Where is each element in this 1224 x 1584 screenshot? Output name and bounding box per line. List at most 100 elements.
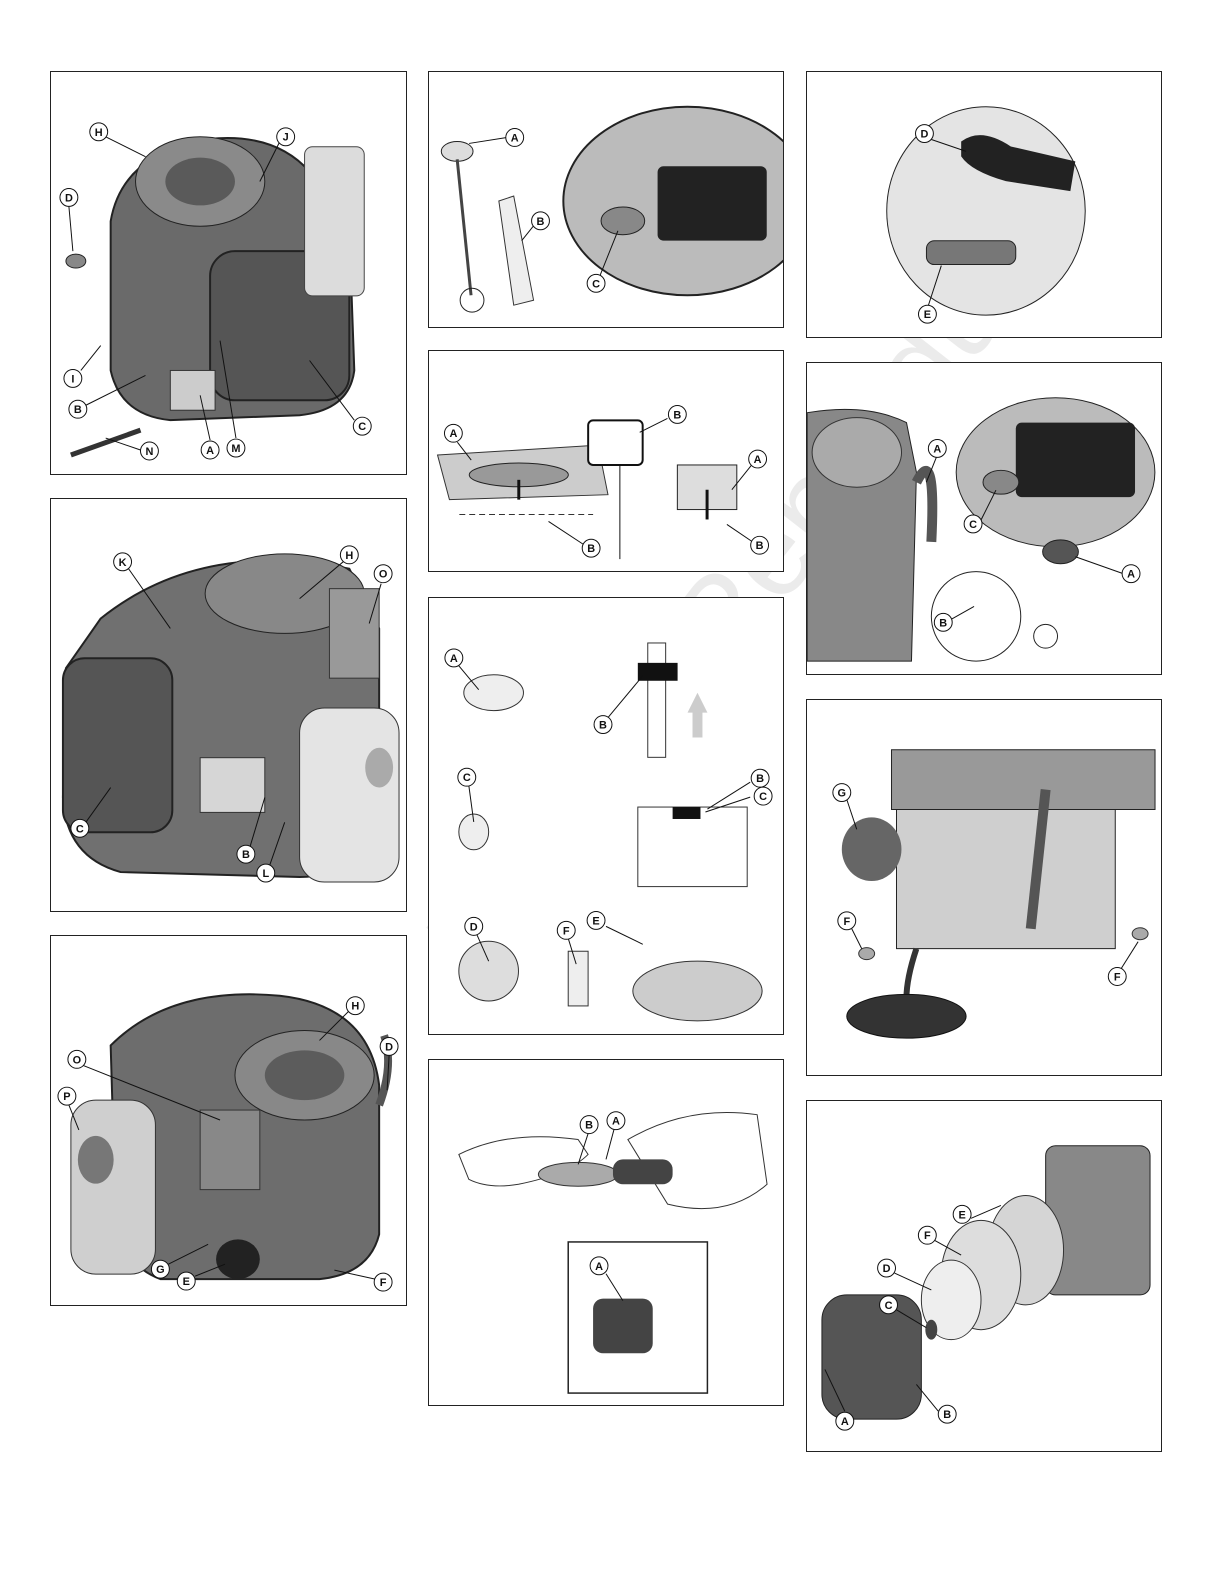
svg-text:C: C bbox=[759, 791, 767, 803]
svg-text:B: B bbox=[242, 849, 250, 861]
callouts-5: A B A B B bbox=[429, 351, 783, 571]
callout-label: A bbox=[200, 395, 219, 459]
callout-label: B bbox=[934, 606, 974, 631]
figure-oil-fill: A C A B bbox=[806, 362, 1162, 675]
svg-text:H: H bbox=[351, 1001, 359, 1013]
svg-text:F: F bbox=[1114, 971, 1121, 983]
svg-text:B: B bbox=[673, 409, 681, 421]
svg-text:F: F bbox=[924, 1230, 931, 1242]
svg-text:B: B bbox=[585, 1120, 593, 1132]
callout-label: E bbox=[587, 911, 643, 944]
callout-label: A bbox=[590, 1257, 623, 1301]
svg-text:B: B bbox=[587, 543, 595, 555]
callouts-4: A B C bbox=[429, 72, 783, 327]
callout-label: H bbox=[319, 997, 364, 1041]
figure-dipstick: A B C bbox=[428, 71, 784, 328]
figure-spark-plug-wire: D E bbox=[806, 71, 1162, 338]
callout-label: B bbox=[237, 797, 265, 863]
svg-text:L: L bbox=[262, 868, 269, 880]
svg-text:I: I bbox=[71, 373, 74, 385]
callout-label: B bbox=[916, 1384, 956, 1423]
figure-engine-overview-2: K H O C B L bbox=[50, 498, 407, 912]
svg-text:B: B bbox=[74, 404, 82, 416]
svg-text:E: E bbox=[924, 309, 931, 321]
callout-label: P bbox=[58, 1087, 79, 1130]
callout-label: H bbox=[300, 546, 359, 599]
callout-label: C bbox=[964, 490, 996, 533]
svg-text:N: N bbox=[146, 446, 154, 458]
callout-label: I bbox=[64, 346, 101, 388]
callout-label: A bbox=[732, 450, 767, 490]
callout-label: A bbox=[825, 1369, 854, 1430]
callout-label: C bbox=[458, 768, 476, 822]
callouts-10: G F F bbox=[807, 700, 1161, 1075]
svg-text:F: F bbox=[380, 1277, 387, 1289]
callout-label: B bbox=[578, 1116, 598, 1165]
callout-label: H bbox=[90, 123, 146, 157]
svg-text:C: C bbox=[885, 1300, 893, 1312]
svg-text:H: H bbox=[345, 550, 353, 562]
callout-label: F bbox=[838, 912, 862, 949]
callout-label: F bbox=[918, 1226, 961, 1255]
svg-text:C: C bbox=[463, 772, 471, 784]
svg-text:A: A bbox=[1127, 569, 1135, 581]
svg-text:A: A bbox=[612, 1116, 620, 1128]
svg-text:J: J bbox=[283, 132, 289, 144]
figure-air-filter: E F D C A B bbox=[806, 1100, 1162, 1452]
callout-label: B bbox=[594, 676, 643, 734]
svg-text:B: B bbox=[756, 773, 764, 785]
svg-text:B: B bbox=[943, 1409, 951, 1421]
callout-label: N bbox=[106, 438, 159, 460]
callouts-6: A B C B C D F E bbox=[429, 598, 783, 1034]
figure-engine-overview-3: H D O P G E F bbox=[50, 935, 407, 1306]
callouts-2: K H O C B L bbox=[51, 499, 406, 911]
callout-label: B bbox=[727, 524, 769, 554]
callout-label: C bbox=[880, 1296, 927, 1328]
callout-label: C bbox=[587, 231, 618, 293]
svg-text:A: A bbox=[449, 428, 457, 440]
callout-label: D bbox=[916, 125, 967, 152]
callout-label: D bbox=[380, 1037, 398, 1090]
callout-label: F bbox=[557, 921, 576, 964]
svg-text:O: O bbox=[379, 569, 388, 581]
callouts-7: B A A bbox=[429, 1060, 783, 1405]
svg-text:A: A bbox=[450, 653, 458, 665]
callout-label: C bbox=[71, 788, 111, 838]
svg-text:F: F bbox=[563, 925, 570, 937]
svg-text:D: D bbox=[883, 1263, 891, 1275]
callout-label: G bbox=[151, 1244, 208, 1278]
figure-engine-controls: A B C B C D F E bbox=[428, 597, 784, 1035]
callout-label: A bbox=[445, 649, 479, 690]
svg-text:G: G bbox=[156, 1264, 165, 1276]
svg-text:H: H bbox=[95, 127, 103, 139]
svg-text:M: M bbox=[231, 443, 240, 455]
svg-text:D: D bbox=[470, 921, 478, 933]
callouts-1: H J D I B N A M C bbox=[51, 72, 406, 474]
svg-text:A: A bbox=[595, 1261, 603, 1273]
callout-label: B bbox=[522, 212, 550, 241]
callout-label: E bbox=[953, 1205, 1001, 1223]
callout-label: D bbox=[878, 1259, 932, 1290]
figure-fuel-level: A B A B B bbox=[428, 350, 784, 572]
callout-label: E bbox=[918, 266, 941, 324]
svg-text:P: P bbox=[63, 1091, 70, 1103]
svg-text:B: B bbox=[939, 617, 947, 629]
callout-label: B bbox=[549, 521, 601, 557]
callout-label: A bbox=[606, 1112, 625, 1160]
callouts-3: H D O P G E F bbox=[51, 936, 406, 1305]
callout-label: J bbox=[260, 128, 295, 182]
figure-engine-overview-1: H J D I B N A M C bbox=[50, 71, 407, 475]
svg-text:B: B bbox=[599, 719, 607, 731]
svg-text:E: E bbox=[592, 915, 599, 927]
callout-label: M bbox=[220, 341, 245, 457]
callouts-8: D E bbox=[807, 72, 1161, 337]
svg-text:B: B bbox=[756, 540, 764, 552]
callout-label: D bbox=[465, 917, 489, 961]
callout-label: A bbox=[926, 440, 946, 483]
svg-text:C: C bbox=[969, 519, 977, 531]
svg-text:A: A bbox=[511, 132, 519, 144]
svg-text:F: F bbox=[843, 916, 850, 928]
svg-text:C: C bbox=[592, 278, 600, 290]
callout-label: F bbox=[334, 1270, 392, 1291]
svg-text:B: B bbox=[537, 216, 545, 228]
